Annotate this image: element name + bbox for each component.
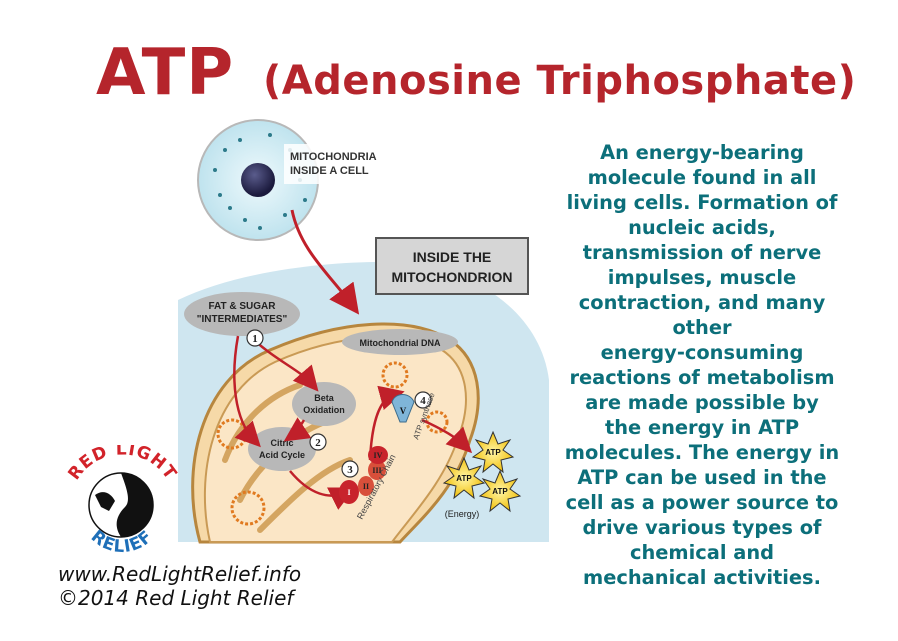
description-line: nucleic acids, xyxy=(628,216,776,239)
zoom-arrow xyxy=(290,209,360,315)
svg-text:3: 3 xyxy=(347,464,353,476)
atp-synthase-complex: V xyxy=(391,394,415,423)
description-line: other xyxy=(672,316,732,339)
svg-text:ATP: ATP xyxy=(456,474,472,483)
description-line: are made possible by xyxy=(585,391,819,414)
beta-oxidation-ellipse xyxy=(292,382,356,426)
description-line: cell as a power source to xyxy=(565,491,839,514)
svg-text:IV: IV xyxy=(374,451,383,460)
description-line: energy-consuming xyxy=(600,341,804,364)
mito-dna-ellipse xyxy=(342,329,458,355)
svg-text:2: 2 xyxy=(315,437,321,449)
fat-sugar-ellipse xyxy=(184,292,300,336)
citric-acid-ellipse xyxy=(248,427,316,471)
svg-text:V: V xyxy=(400,406,407,416)
svg-text:III: III xyxy=(372,466,381,475)
cell-label-line1: MITOCHONDRIA xyxy=(290,151,377,163)
description-line: An energy-bearing xyxy=(600,141,804,164)
respiratory-complexes: I II III IV xyxy=(339,446,388,504)
description-line: mechanical activities. xyxy=(583,566,821,589)
energy-label: (Energy) xyxy=(445,509,480,519)
description-line: reactions of metabolism xyxy=(569,366,835,389)
inside-label-line1: INSIDE THE xyxy=(413,249,492,265)
website-url[interactable]: www.RedLightRelief.info xyxy=(58,562,302,586)
cell-label-box xyxy=(284,144,376,184)
description-line: chemical and xyxy=(629,541,775,564)
fat-sugar-line1: FAT & SUGAR xyxy=(208,301,276,312)
svg-text:4: 4 xyxy=(420,395,426,407)
inside-mitochondrion-box xyxy=(375,237,529,295)
atp-bursts: ATP ATP ATP xyxy=(442,430,522,513)
inside-label-line2: MITOCHONDRION xyxy=(391,269,512,285)
svg-text:ATP: ATP xyxy=(492,487,508,496)
title-subtitle: (Adenosine Triphosphate) xyxy=(263,58,857,104)
citric-line1: Citric xyxy=(270,438,293,448)
logo-hand xyxy=(95,492,115,511)
description-line: transmission of nerve xyxy=(582,241,822,264)
svg-text:II: II xyxy=(363,482,369,491)
svg-text:1: 1 xyxy=(252,333,258,345)
mito-dna-label: Mitochondrial DNA xyxy=(360,338,441,348)
nucleus xyxy=(241,163,275,197)
description-line: molecules. The energy in xyxy=(564,441,840,464)
beta-line2: Oxidation xyxy=(303,405,345,415)
description-line: impulses, muscle xyxy=(607,266,797,289)
description-line: ATP can be used in the xyxy=(577,466,827,489)
description-line: drive various types of xyxy=(582,516,822,539)
citric-line2: Acid Cycle xyxy=(259,450,305,460)
red-light-relief-logo: RED LIGHT RELIEF xyxy=(64,445,179,557)
title-atp: ATP xyxy=(96,36,235,110)
copyright-notice: ©2014 Red Light Relief xyxy=(58,586,294,610)
beta-line1: Beta xyxy=(314,393,335,403)
description-line: the energy in ATP xyxy=(604,416,800,439)
cell-label-line2: INSIDE A CELL xyxy=(290,165,369,177)
logo-figure xyxy=(116,473,153,537)
step-markers: 1 2 3 4 xyxy=(246,329,432,478)
description-line: living cells. Formation of xyxy=(566,191,838,214)
svg-text:ATP: ATP xyxy=(485,448,501,457)
fat-sugar-line2: "INTERMEDIATES" xyxy=(197,314,288,325)
atp-description: An energy-bearing molecule found in all … xyxy=(552,140,852,590)
description-line: contraction, and many xyxy=(578,291,826,314)
description-line: molecule found in all xyxy=(587,166,817,189)
svg-text:I: I xyxy=(347,488,350,497)
